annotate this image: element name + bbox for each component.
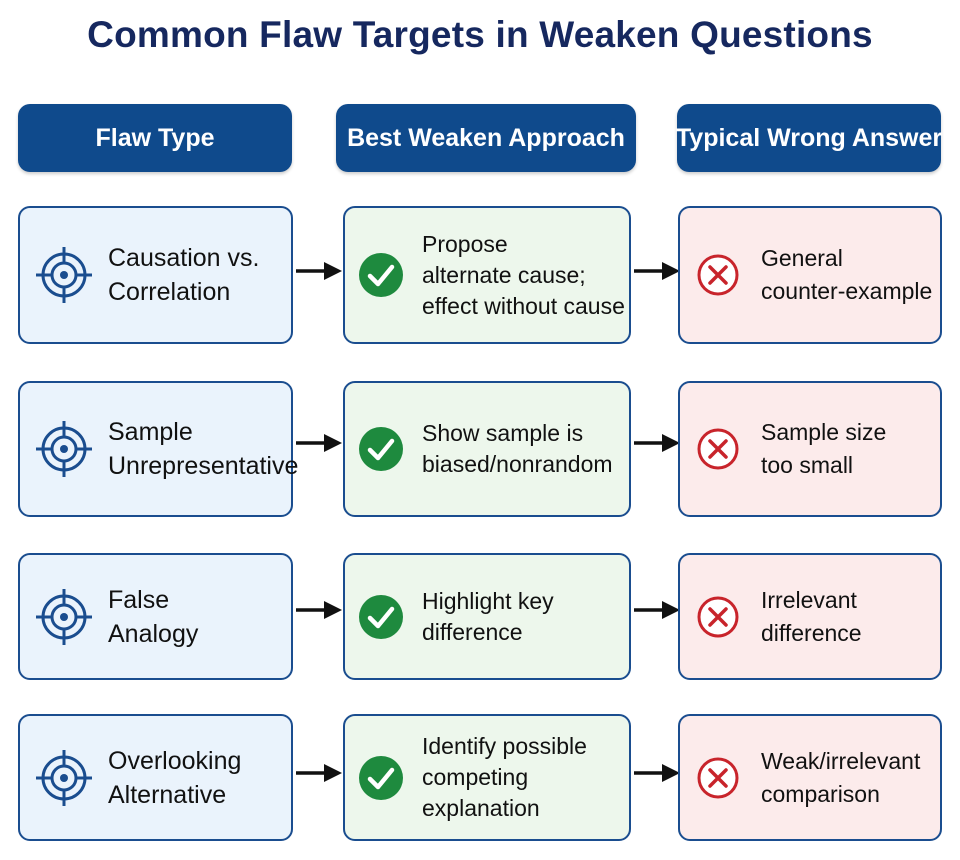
arrow-right-icon — [294, 599, 344, 621]
x-circle-icon — [697, 428, 739, 470]
arrow-right-icon — [632, 762, 682, 784]
best-text: Identify possible competing explanation — [422, 731, 587, 824]
target-icon — [34, 419, 94, 479]
x-circle-icon — [697, 757, 739, 799]
target-icon — [34, 748, 94, 808]
best-text-line: competing — [422, 764, 529, 790]
arrow-right-icon — [632, 260, 682, 282]
best-text-line: difference — [422, 618, 523, 645]
wrong-text-line: General — [761, 245, 843, 271]
best-text-line: Show sample is — [422, 420, 584, 446]
best-text: Show sample is biased/nonrandom — [422, 418, 613, 480]
wrong-text-line: comparison — [761, 780, 880, 807]
flaw-card: Causation vs. Correlation — [18, 206, 293, 344]
flaw-text: Causation vs. Correlation — [108, 241, 259, 309]
flaw-text-line: False — [108, 585, 170, 614]
check-circle-icon — [358, 426, 404, 472]
best-card: Propose alternate cause; effect without ca… — [343, 206, 631, 344]
x-circle-icon — [697, 254, 739, 296]
flaw-text-line: Causation vs. — [108, 244, 260, 272]
header-best-approach: Best Weaken Approach — [336, 104, 636, 172]
header-wrong-answer: Typical Wrong Answer — [676, 104, 942, 172]
arrow-right-icon — [632, 432, 682, 454]
check-circle-icon — [358, 755, 404, 801]
wrong-text-line: counter-example — [761, 278, 933, 304]
best-card: Highlight key difference — [343, 553, 631, 680]
wrong-text-line: Weak/irrelevant — [761, 747, 921, 774]
wrong-text-line: Sample size — [761, 419, 887, 445]
header-flaw-type: Flaw Type — [18, 104, 292, 172]
wrong-text-line: difference — [761, 619, 862, 646]
flaw-text-line: Sample — [108, 418, 193, 446]
best-card: Identify possible competing explanation — [343, 714, 631, 841]
wrong-text-line: Irrelevant — [761, 586, 857, 613]
best-text-line: Identify possible — [422, 733, 587, 759]
best-text-line: Highlight key — [422, 587, 554, 614]
wrong-text: General counter-example — [761, 242, 932, 308]
wrong-card: Weak/irrelevant comparison — [678, 714, 942, 841]
best-card: Show sample is biased/nonrandom — [343, 381, 631, 517]
wrong-text: Weak/irrelevant comparison — [761, 745, 920, 811]
target-icon — [34, 587, 94, 647]
arrow-right-icon — [632, 599, 682, 621]
arrow-right-icon — [294, 432, 344, 454]
wrong-card: General counter-example — [678, 206, 942, 344]
best-text: Highlight key difference — [422, 586, 554, 648]
page-title: Common Flaw Targets in Weaken Questions — [87, 14, 873, 55]
check-circle-icon — [358, 594, 404, 640]
best-text-line: explanation — [422, 795, 540, 821]
check-circle-icon — [358, 252, 404, 298]
best-text-line: biased/nonrandom — [422, 451, 613, 477]
wrong-card: Irrelevant difference — [678, 553, 942, 680]
wrong-text: Irrelevant difference — [761, 584, 862, 650]
best-text: Propose alternate cause; effect without ca… — [422, 229, 625, 322]
flaw-text-line: Overlooking — [108, 746, 242, 775]
x-circle-icon — [697, 596, 739, 638]
arrow-right-icon — [294, 762, 344, 784]
wrong-text: Sample size too small — [761, 416, 886, 482]
best-text-line: alternate cause; — [422, 261, 586, 288]
best-text-line: effect without cause — [422, 292, 625, 319]
wrong-card: Sample size too small — [678, 381, 942, 517]
flaw-text-line: Analogy — [108, 619, 199, 648]
wrong-text-line: too small — [761, 452, 854, 478]
best-text-line: Propose — [422, 230, 508, 257]
target-icon — [34, 245, 94, 305]
flaw-text-line: Correlation — [108, 278, 231, 306]
arrow-right-icon — [294, 260, 344, 282]
flaw-text-line: Alternative — [108, 780, 227, 809]
flaw-text-line: Unrepresentative — [108, 452, 299, 480]
